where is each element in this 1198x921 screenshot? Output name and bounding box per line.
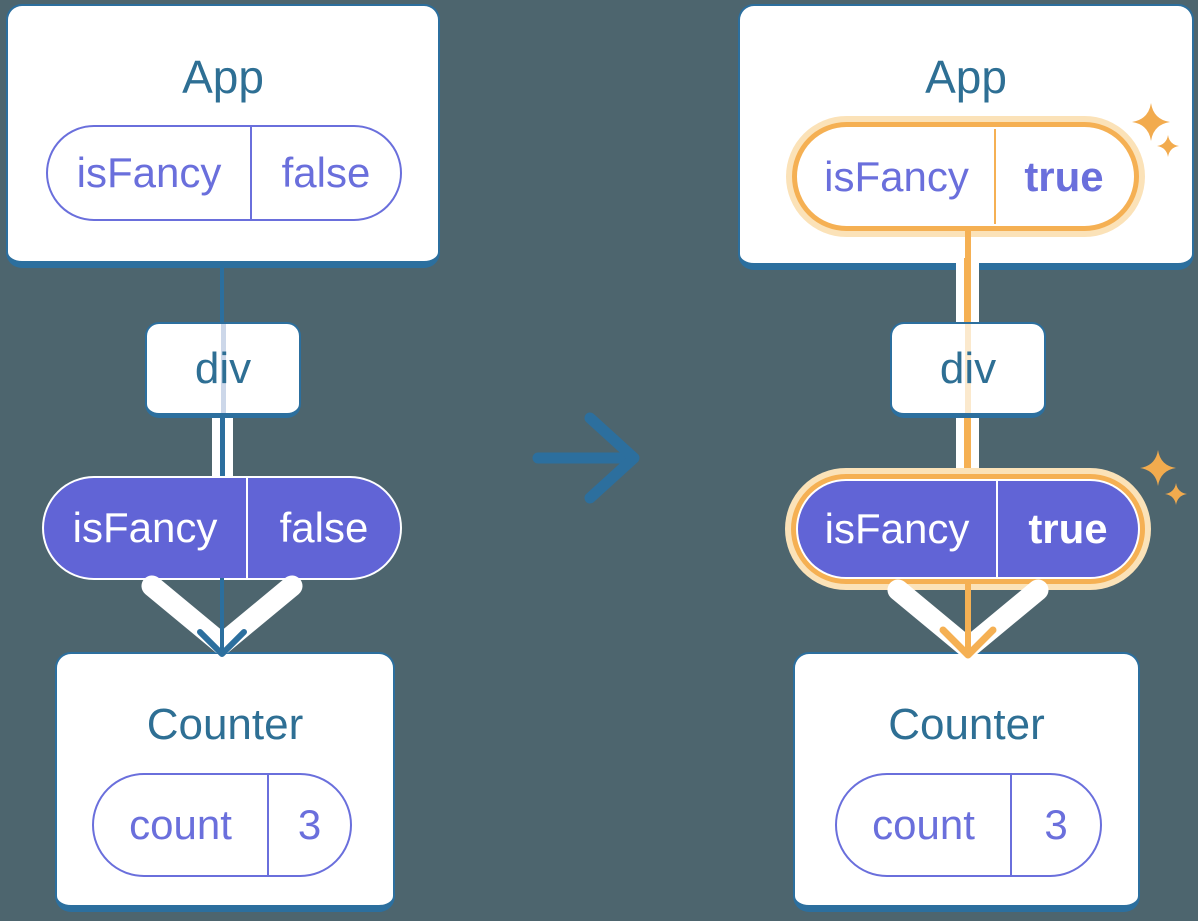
prop-pass-line (965, 324, 971, 413)
counter-title: Counter (888, 700, 1045, 749)
edge-blue-center (220, 418, 225, 478)
state-key: isFancy (48, 127, 252, 219)
edge-white-left (212, 418, 220, 478)
state-value: 3 (1044, 801, 1068, 848)
edge-white-right (971, 258, 979, 324)
state-value: 3 (297, 801, 322, 848)
counter-card-after: Counter count 3 (793, 652, 1140, 912)
app-card-before: App isFancy false (6, 4, 440, 268)
edge-white-left (956, 258, 964, 324)
highlight-ring: isFancy true (791, 474, 1145, 584)
edge-white-left (956, 418, 964, 478)
prop-pass-line (220, 324, 226, 413)
counter-card-before: Counter count 3 (55, 652, 395, 912)
highlight-ring: isFancy true (792, 122, 1139, 231)
prop-pill-before: isFancy false (44, 478, 400, 578)
counter-state-pill: count 3 (835, 773, 1102, 877)
div-label: div (194, 343, 252, 393)
edge-div-to-prop (212, 418, 233, 478)
prop-value: true (1028, 505, 1108, 552)
state-value: true (1024, 152, 1104, 200)
state-key: count (94, 775, 269, 875)
app-state-pill-highlighted: isFancy true (786, 116, 1145, 237)
edge-div-to-prop-highlighted (956, 418, 979, 478)
edge-prop-to-counter-highlighted (965, 584, 971, 650)
edge-white-right (971, 418, 979, 478)
prop-value: false (279, 504, 369, 551)
edge-pill-to-card (965, 231, 971, 264)
arrowhead-down-icon (197, 629, 247, 657)
edge-white-right (225, 418, 233, 478)
edge-app-to-div (220, 266, 224, 324)
app-title: App (925, 51, 1007, 103)
div-node-after: div (890, 322, 1046, 418)
prop-key: isFancy (44, 478, 248, 578)
sparkle-icon (1132, 103, 1179, 157)
edge-orange-center (964, 258, 971, 324)
state-key: isFancy (799, 129, 996, 224)
sparkle-icon (1140, 450, 1187, 505)
counter-state-pill: count 3 (92, 773, 352, 877)
div-label: div (939, 343, 997, 393)
prop-key: isFancy (798, 481, 998, 577)
state-value: false (281, 149, 371, 196)
edge-prop-to-counter (220, 578, 224, 654)
counter-title: Counter (146, 700, 304, 749)
app-card-after: App isFancy true (738, 4, 1194, 270)
app-title: App (182, 51, 264, 103)
transition-arrow-icon (532, 412, 640, 504)
prop-pill-after-highlighted: isFancy true (785, 468, 1151, 590)
app-state-pill: isFancy false (46, 125, 402, 221)
state-key: count (837, 775, 1012, 875)
div-node-before: div (145, 322, 301, 418)
edge-orange-center (964, 418, 971, 478)
arrowhead-down-icon (939, 626, 997, 659)
edge-app-to-div-highlighted (956, 258, 979, 324)
